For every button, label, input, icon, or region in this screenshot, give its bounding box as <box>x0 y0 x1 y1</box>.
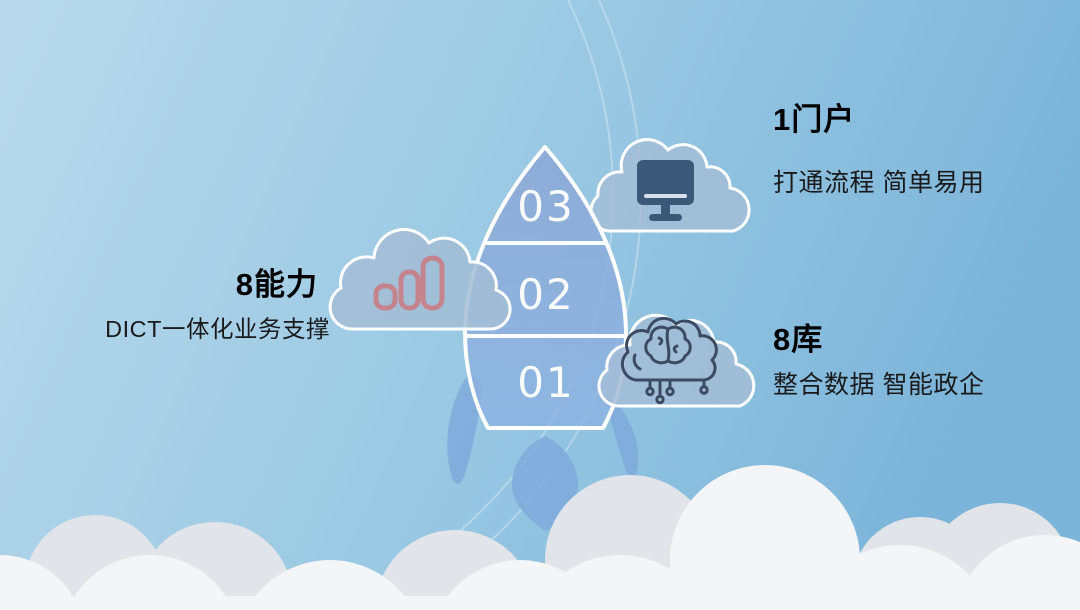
callout-library: 8库 整合数据 智能政企 <box>773 321 984 400</box>
cloud-library <box>597 313 756 408</box>
bottom-clouds-front <box>0 465 1080 610</box>
monitor-screen <box>637 160 694 205</box>
stage-label-01: 01 <box>517 358 574 407</box>
cloud-puff <box>809 545 991 610</box>
icon-cloud-swoosh <box>632 353 642 371</box>
bar-medium <box>398 269 421 311</box>
icon-circuit-node <box>699 385 709 395</box>
callout-capability-description: DICT一体化业务支撑 <box>105 316 330 342</box>
callout-library-description: 整合数据 智能政企 <box>773 371 985 399</box>
stage-label-03: 03 <box>517 182 574 231</box>
right-fin <box>605 393 639 478</box>
ai-brain-cloud-icon <box>620 316 718 405</box>
callout-capability: 8能力 DICT一体化业务支撑 <box>90 266 330 344</box>
icon-circuit-node <box>665 386 675 397</box>
bar-small <box>373 283 398 311</box>
monitor-icon <box>637 160 694 221</box>
bar-tall <box>420 255 445 311</box>
icon-brain-midline <box>665 327 671 363</box>
callout-capability-title: 8能力 <box>235 267 318 302</box>
cloud-puff <box>956 535 1080 610</box>
icon-circuit-node <box>645 386 655 397</box>
cloud-base-strip <box>0 596 1080 610</box>
icon-circuit-node <box>655 394 665 405</box>
exhaust-flame <box>511 436 579 531</box>
callout-library-title: 8库 <box>773 322 824 357</box>
callout-portal-description: 打通流程 简单易用 <box>773 169 985 197</box>
stage-label-02: 02 <box>517 270 574 319</box>
cloud-capability <box>328 228 512 331</box>
icon-circuit-lines <box>648 378 706 398</box>
monitor-base <box>649 214 682 221</box>
bar-chart-icon <box>373 255 445 311</box>
monitor-stand <box>661 205 670 215</box>
callout-portal-title: 1门户 <box>773 102 856 137</box>
icon-brain-fold-left <box>657 336 664 346</box>
icon-cloud-outline <box>620 316 718 382</box>
icon-brain-fold-right <box>672 344 679 354</box>
cloud-portal <box>589 138 751 233</box>
cloud-puff <box>670 465 860 610</box>
callout-portal: 1门户 打通流程 简单易用 <box>773 101 984 198</box>
rocket: 03 02 01 <box>463 145 628 430</box>
rocket-body <box>463 145 628 430</box>
